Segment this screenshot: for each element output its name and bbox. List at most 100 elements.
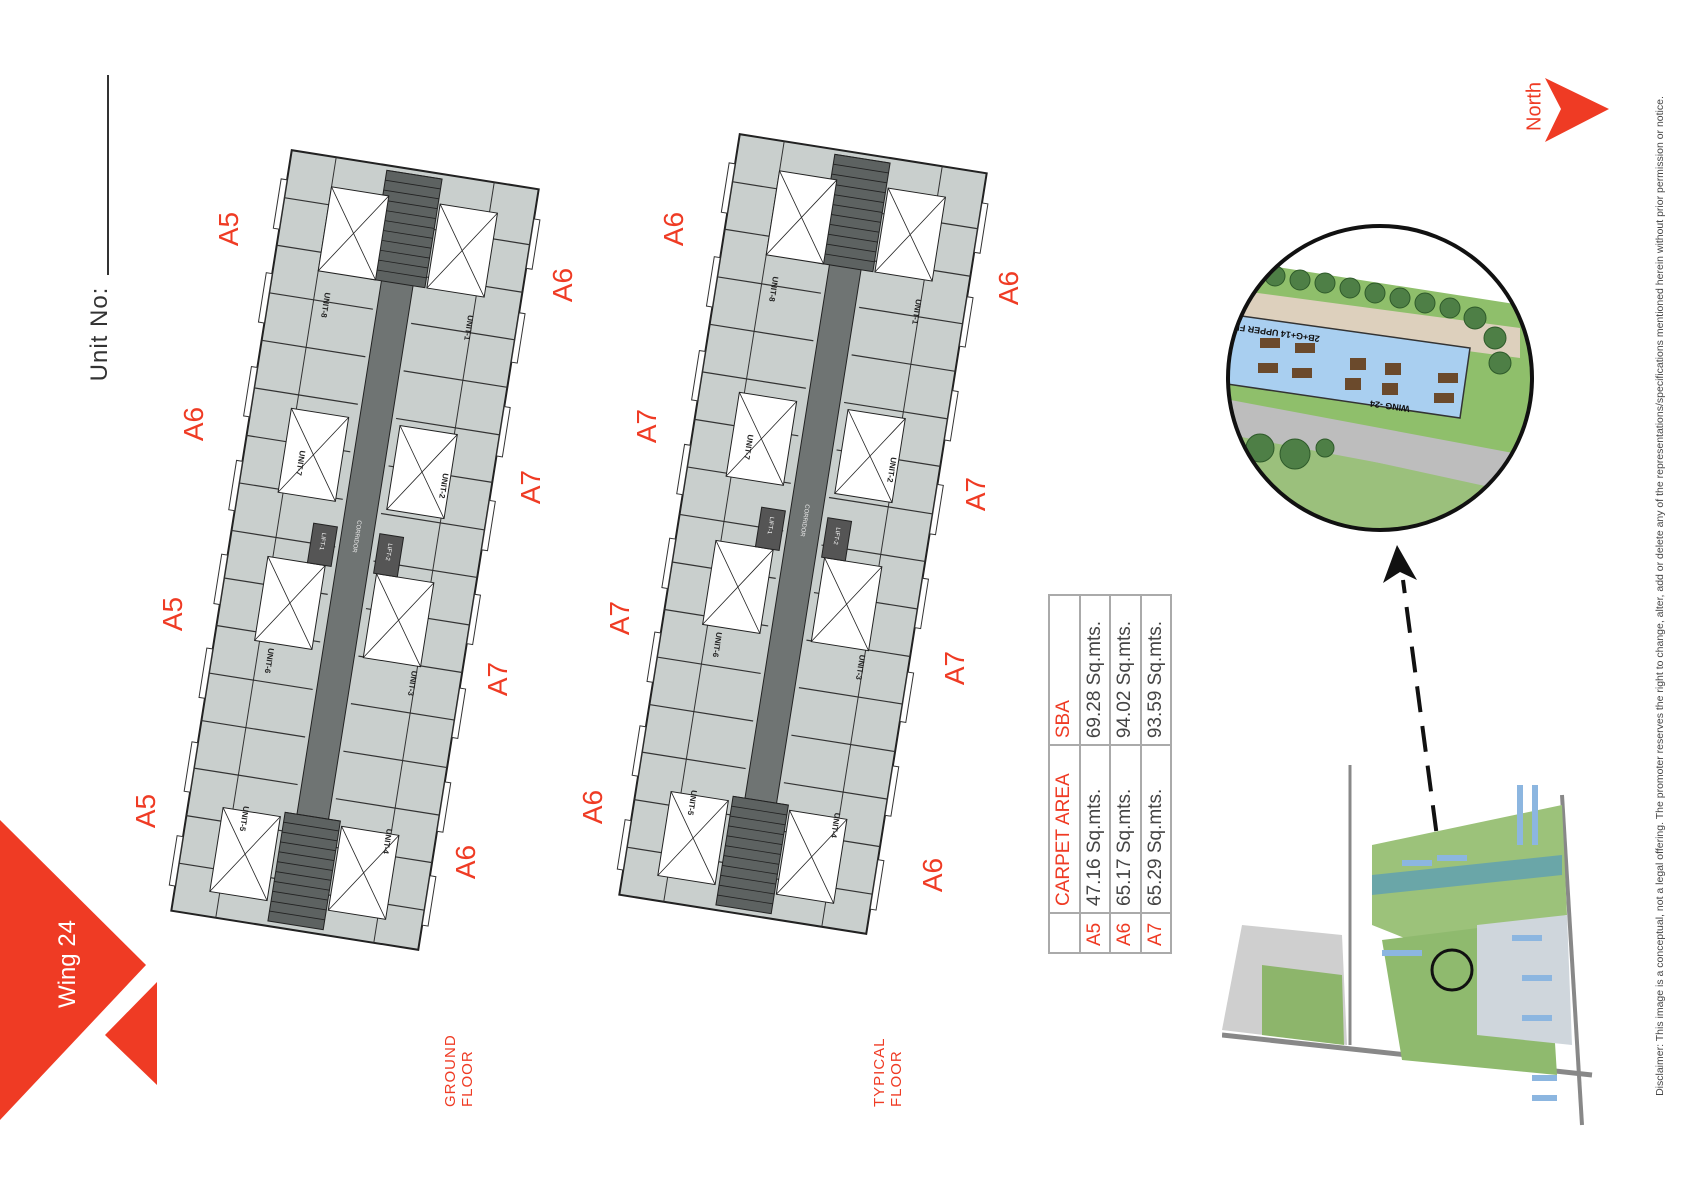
lift-label: LIFT-2 [384,543,393,562]
stair-step [828,193,884,203]
shaft-cross [386,434,458,510]
balcony [495,406,511,458]
balcony [243,365,258,418]
wall [395,417,500,436]
wall [851,354,956,372]
unit-no-line [107,75,109,275]
shaft-cross [209,816,281,892]
balcony [168,835,184,887]
wing-24-building [1228,312,1471,419]
shaft-cross [810,566,883,642]
shaft-cross [702,549,774,625]
unit-label: UNIT-4 [829,812,842,839]
disclaimer: Disclaimer: This image is a conceptual, … [1654,96,1666,1096]
stair-step [270,900,327,911]
unit-label: UNIT-5 [686,789,699,816]
wing-small-triangle [105,982,157,1085]
shaft-cross [657,800,729,876]
shaft-cross [426,212,498,289]
unit-label: UNIT-5 [238,805,251,832]
stair-step [278,851,335,861]
unit-label: UNIT-7 [294,450,307,477]
balcony [466,593,482,646]
balcony [884,765,900,817]
stair-step [823,223,880,233]
unit-label: UNIT-2 [885,457,898,484]
shaft-cross [725,401,797,477]
balcony [869,859,885,911]
stair-step [729,815,786,826]
wall [649,703,754,722]
shaft-cross [277,417,349,493]
ground-floor-plan: LIFT-1LIFT-2CORRIDORUNIT-1UNIT-8UNIT-2UN… [168,149,541,951]
wall [193,767,298,786]
lift-label: LIFT-1 [766,516,775,535]
wall [350,703,455,721]
shaft-cross [254,565,326,641]
stair-step [275,871,332,881]
unit-label: UNIT-2 [437,473,450,500]
stair-step [377,229,433,239]
stair-step [380,209,436,219]
wall [208,672,313,691]
stair-step [717,894,773,905]
wing-triangle [0,820,146,1120]
stair-step [819,252,875,263]
arrowhead-icon [1383,545,1417,583]
wall [791,734,896,753]
shaft-cross [362,582,435,658]
wall [663,141,785,902]
balcony [481,499,496,552]
stair-step [272,890,328,901]
stair-step [725,845,781,855]
balcony [943,390,959,442]
unit-label: UNIT-8 [319,292,332,319]
wall [709,323,814,342]
wall [269,292,373,310]
balcony [436,781,452,833]
balcony [929,483,944,536]
corridor-label: CORRIDOR [799,504,810,538]
unit-label: UNIT-6 [263,647,276,674]
stair-step [372,258,429,269]
unit-label: UNIT-4 [381,828,394,855]
balcony [720,162,736,214]
wall [656,656,761,675]
stair-step [283,821,339,832]
wall [380,512,485,531]
stair-step [834,153,891,164]
balcony [705,256,721,308]
balcony [257,272,273,324]
shaft-cross [317,195,390,272]
balcony [676,443,692,496]
stair-step [826,203,883,213]
shaft-cross [874,196,946,273]
stair-step [830,183,886,194]
balcony [973,202,989,254]
stair-step [720,874,776,885]
lift [821,517,853,562]
balcony [616,819,632,871]
unit-label: UNIT-6 [711,631,724,658]
wall [821,166,943,927]
stair-step [281,831,338,842]
wall [335,798,440,816]
balcony [421,875,437,927]
stair-step [386,169,443,180]
shaft-cross [776,819,848,895]
balcony [198,647,214,699]
north-arrow-icon [1545,78,1609,142]
wall [373,182,495,943]
stair-step [718,884,775,895]
stair-step [731,805,787,816]
balcony [899,671,915,723]
wall [859,306,963,325]
shaft-cross [328,835,400,911]
balcony [451,687,467,739]
wall [717,276,821,294]
stair-step [280,841,336,852]
stair-step [728,825,784,836]
stair-step [385,179,441,190]
